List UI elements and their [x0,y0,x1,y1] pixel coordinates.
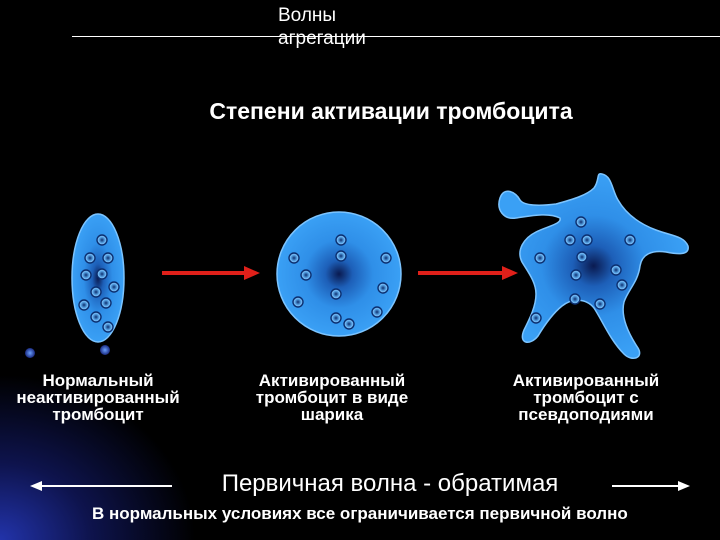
granule [575,216,587,228]
granule [78,299,90,311]
granule [581,234,593,246]
granule [335,234,347,246]
granule [100,297,112,309]
granule [288,252,300,264]
decor-dot [100,345,110,355]
caption-resting-platelet: Нормальный неактивированный тромбоцит [16,371,180,424]
granule [80,269,92,281]
granule [610,264,622,276]
granule [377,282,389,294]
granule [102,252,114,264]
platelet-pseudopodia [498,172,689,359]
granules [288,234,392,330]
granule [371,306,383,318]
granule [569,293,581,305]
granule [570,269,582,281]
granule [534,252,546,264]
granule [90,286,102,298]
granule [96,268,108,280]
granule [90,311,102,323]
primary-wave-label: Первичная волна - обратимая [221,470,559,497]
caption-pseudopodia-platelet: Активированный тромбоцит с псевдоподиями [512,371,660,424]
arrow-stage1-to-stage2 [162,266,260,280]
granule [300,269,312,281]
platelet-body [276,211,402,337]
granule [594,298,606,310]
granule [530,312,542,324]
caption-spherical-platelet: Активированный тромбоцит в виде шарика [255,371,409,424]
granule [616,279,628,291]
header-divider [72,36,720,37]
granule [292,296,304,308]
decor-dot [25,348,35,358]
platelet-body [498,172,689,359]
header-title: Волны агрегации [278,5,366,49]
granule [108,281,120,293]
granule [564,234,576,246]
main-title: Степени активации тромбоцита [209,98,573,124]
platelet-resting [71,213,125,343]
granule [102,321,114,333]
platelet-spherical [276,211,402,337]
footer-note: В нормальных условиях все ограничивается… [92,504,628,523]
granule [84,252,96,264]
granule [343,318,355,330]
granules [78,234,120,333]
decorative-dots [25,345,110,358]
granule [576,251,588,263]
granule [330,288,342,300]
granule [330,312,342,324]
granules [530,216,636,324]
granule [380,252,392,264]
arrow-stage2-to-stage3 [418,266,518,280]
primary-wave-arrow [30,481,690,491]
granule [335,250,347,262]
granule [96,234,108,246]
granule [624,234,636,246]
